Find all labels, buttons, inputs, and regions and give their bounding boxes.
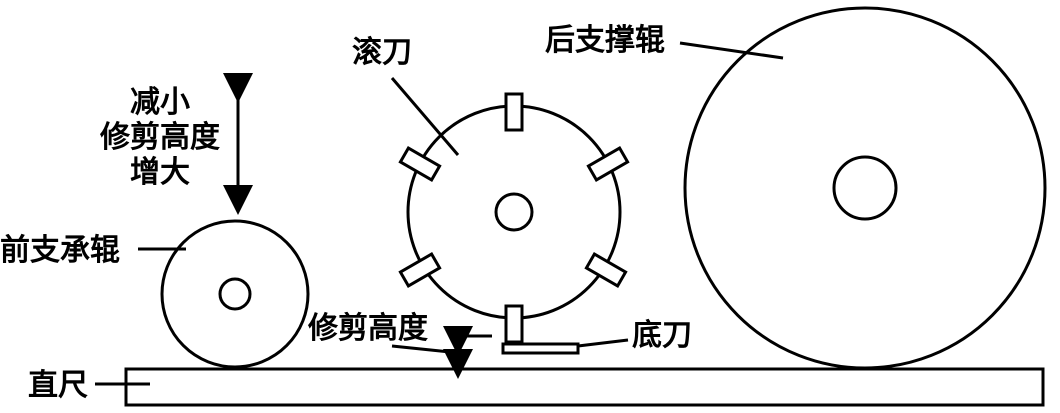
bed-knife <box>501 342 580 355</box>
trim-height-leader <box>391 344 451 354</box>
reel-blade-leader <box>390 77 460 156</box>
label-bed-knife: 底刀 <box>632 318 692 353</box>
label-adjust-decrease: 减小 <box>130 85 190 120</box>
straight-edge-bar <box>124 367 1045 407</box>
front-support-roller <box>160 219 310 369</box>
label-trim-height: 修剪高度 <box>307 311 428 346</box>
rear-roller-leader <box>679 41 784 60</box>
label-trim-height-main: 修剪高度 <box>99 120 220 155</box>
reel-blade <box>398 92 630 344</box>
bed-knife-leader <box>577 338 629 348</box>
label-adjust-increase: 增大 <box>130 155 190 190</box>
label-rear-roller: 后支撑辊 <box>545 23 665 58</box>
label-front-roller: 前支承辊 <box>0 233 120 268</box>
rear-support-roller <box>683 6 1047 370</box>
label-straight-edge: 直尺 <box>28 368 88 403</box>
label-reel-blade: 滚刀 <box>352 35 412 70</box>
